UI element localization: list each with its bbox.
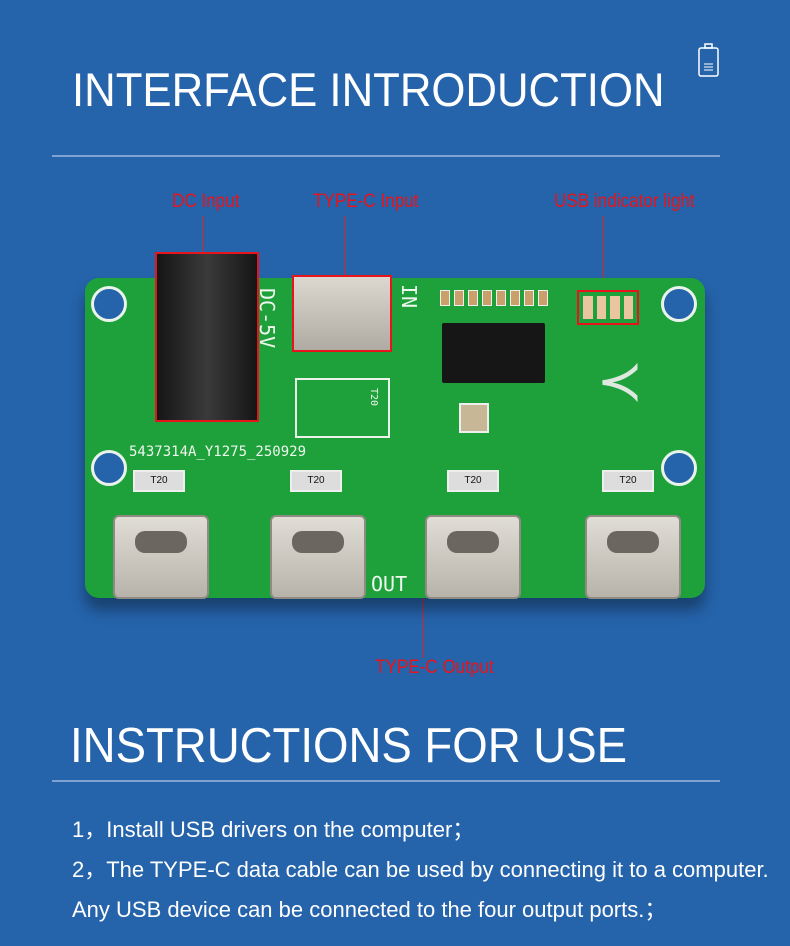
- battery-icon: [697, 42, 721, 78]
- divider: [52, 780, 720, 782]
- label-typec-output: TYPE-C Output: [375, 657, 494, 678]
- label-typec-input: TYPE-C Input: [313, 191, 419, 212]
- fuse-marking: T20: [368, 388, 379, 407]
- divider: [52, 155, 720, 157]
- typec-output-port-4[interactable]: [585, 515, 681, 599]
- out-marking: OUT: [371, 572, 408, 596]
- pointer-line: [603, 216, 604, 290]
- mount-hole: [91, 450, 127, 486]
- label-dc-input: DC Input: [172, 191, 240, 212]
- pointer-line: [345, 216, 346, 276]
- section-title-interface: INTERFACE INTRODUCTION: [72, 63, 665, 116]
- label-usb-indicator: USB indicator light: [554, 191, 695, 212]
- dc-input-jack: [155, 252, 259, 422]
- pointer-line: [422, 598, 423, 658]
- usb-indicator-leds: [577, 290, 639, 325]
- serial-marking: 5437314A_Y1275_250929: [129, 444, 307, 460]
- typec-output-port-2[interactable]: [270, 515, 366, 599]
- typec-output-port-3[interactable]: [425, 515, 521, 599]
- power-circuit: [295, 378, 390, 438]
- instruction-line: 2，The TYPE-C data cable can be used by c…: [72, 857, 769, 882]
- fuse: T20: [447, 470, 499, 492]
- logo-icon: ≺: [596, 349, 644, 412]
- fuse: T20: [290, 470, 342, 492]
- fuse: T20: [602, 470, 654, 492]
- smd-row: [440, 290, 550, 316]
- usb-hub-chip: [442, 323, 545, 383]
- fuse: T20: [133, 470, 185, 492]
- pointer-line: [202, 216, 203, 252]
- dc-marking: DC-5V: [255, 288, 279, 349]
- mount-hole: [661, 286, 697, 322]
- typec-output-port-1[interactable]: [113, 515, 209, 599]
- in-marking: IN: [397, 284, 421, 309]
- instruction-line: Any USB device can be connected to the f…: [72, 897, 667, 922]
- section-title-instructions: INSTRUCTIONS FOR USE: [70, 719, 627, 773]
- typec-input-port[interactable]: [292, 275, 392, 352]
- mount-hole: [91, 286, 127, 322]
- mount-hole: [661, 450, 697, 486]
- instruction-line: 1，Install USB drivers on the computer；: [72, 817, 475, 842]
- crystal: [459, 403, 489, 433]
